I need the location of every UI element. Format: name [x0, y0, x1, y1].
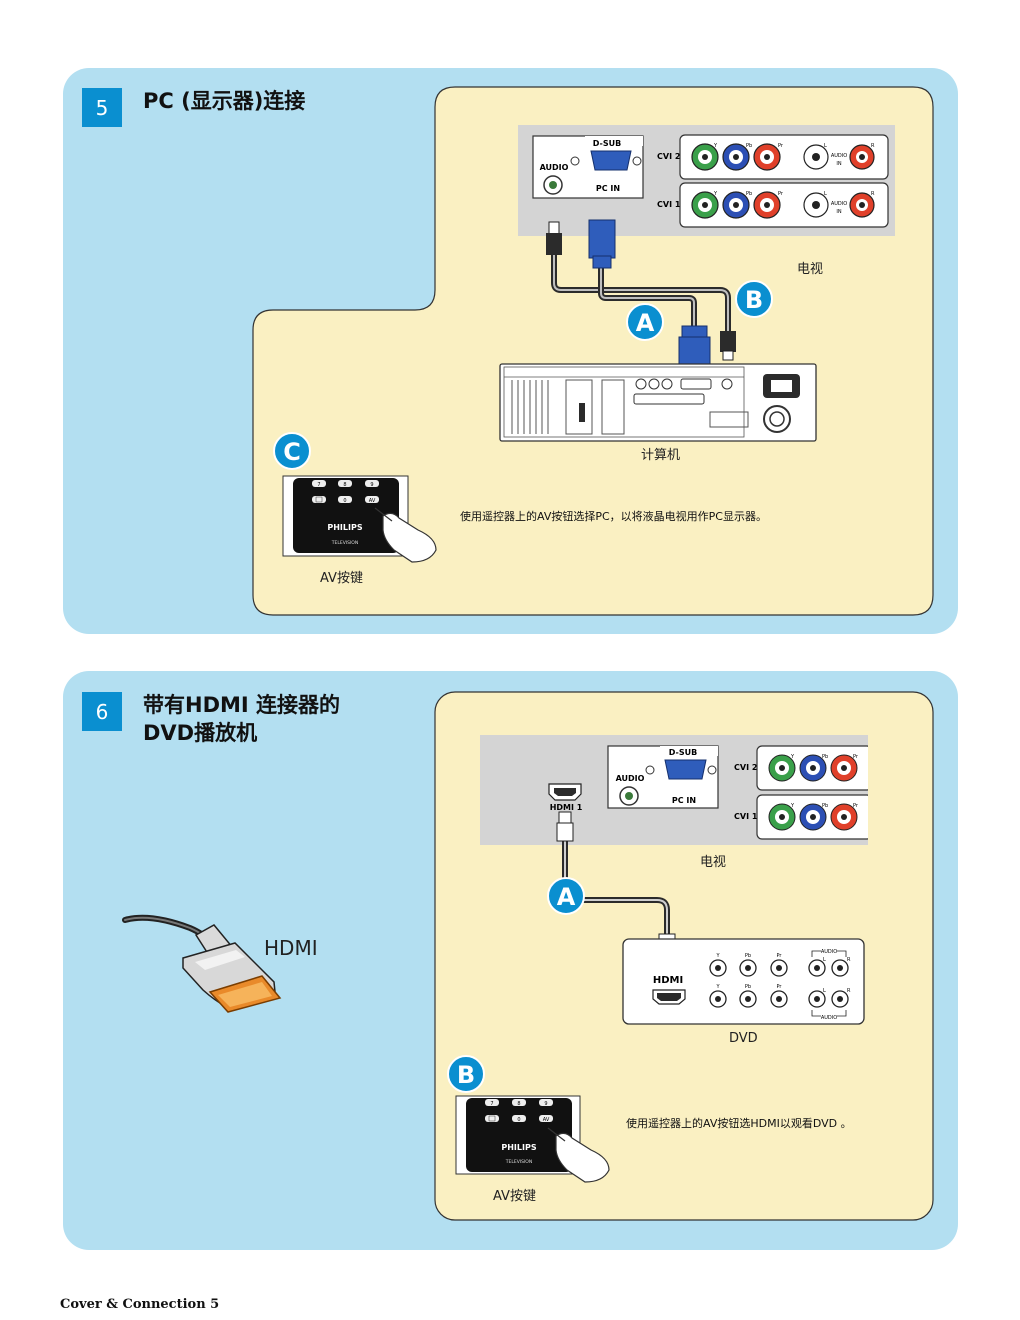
- svg-text:8: 8: [517, 1101, 520, 1107]
- av-key-caption-5: AV按键: [320, 571, 363, 586]
- svg-text:Y: Y: [790, 803, 795, 809]
- section-5-title: PC (显示器)连接: [143, 89, 306, 113]
- section-5-number: 5: [82, 88, 122, 127]
- svg-text:B: B: [745, 286, 763, 314]
- svg-text:0: 0: [517, 1117, 520, 1123]
- svg-text:Pr: Pr: [777, 953, 783, 959]
- hdmi-connector-illustration: [122, 914, 282, 1013]
- svg-text:AUDIO: AUDIO: [616, 774, 645, 783]
- svg-text:L: L: [823, 957, 826, 963]
- svg-text:Y: Y: [715, 953, 720, 959]
- svg-text:A: A: [636, 309, 655, 337]
- svg-text:9: 9: [544, 1101, 547, 1107]
- svg-text:L: L: [824, 191, 827, 197]
- tv-caption-5: 电视: [797, 262, 824, 277]
- svg-text:B: B: [457, 1061, 475, 1089]
- computer-caption: 计算机: [641, 448, 681, 463]
- svg-text:TELEVISION: TELEVISION: [505, 1159, 532, 1165]
- svg-text:7: 7: [317, 482, 320, 488]
- svg-text:C: C: [283, 438, 301, 466]
- svg-text:Pr: Pr: [777, 984, 783, 990]
- svg-text:Pb: Pb: [822, 803, 828, 809]
- dsub-label: D-SUB: [593, 139, 621, 148]
- svg-text:IN: IN: [836, 161, 841, 167]
- remote-control-6: 7 8 9 0 AV PHILIPS TELEVISION: [455, 1095, 610, 1183]
- svg-text:PC IN: PC IN: [672, 796, 696, 805]
- section-6-title-line2: DVD播放机: [143, 721, 258, 745]
- svg-text:9: 9: [370, 482, 373, 488]
- svg-text:R: R: [871, 191, 875, 197]
- section-5-diagram: D-SUB AUDIO PC IN CVI 2 Y Pb Pr L R AUDI…: [252, 86, 934, 616]
- instruction-6: 使用遥控器上的AV按钮选HDMI以观看DVD 。: [626, 1117, 852, 1130]
- svg-text:Pb: Pb: [745, 953, 751, 959]
- svg-text:AV: AV: [543, 1117, 550, 1123]
- svg-text:AUDIO: AUDIO: [821, 949, 837, 955]
- svg-text:L: L: [823, 988, 826, 994]
- svg-text:0: 0: [343, 498, 346, 504]
- svg-text:D-SUB: D-SUB: [669, 748, 697, 757]
- dvd-hdmi-label: HDMI: [653, 975, 683, 986]
- cvi1-label: CVI 1: [657, 200, 681, 209]
- svg-text:AV: AV: [369, 498, 376, 504]
- svg-text:7: 7: [490, 1101, 493, 1107]
- svg-text:Pb: Pb: [746, 143, 752, 149]
- pc-in-label: PC IN: [596, 184, 620, 193]
- page-footer: Cover & Connection 5: [60, 1297, 220, 1312]
- svg-text:Pr: Pr: [853, 803, 859, 809]
- svg-text:PHILIPS: PHILIPS: [501, 1143, 536, 1152]
- tv-side-plugs: [546, 219, 616, 269]
- cvi2-label: CVI 2: [657, 152, 680, 161]
- svg-text:Pr: Pr: [778, 143, 784, 149]
- svg-text:Y: Y: [713, 191, 718, 197]
- svg-text:R: R: [847, 957, 851, 963]
- badge-a-6: A: [547, 877, 585, 915]
- svg-text:Pb: Pb: [746, 191, 752, 197]
- svg-text:Pr: Pr: [778, 191, 784, 197]
- svg-text:R: R: [871, 143, 875, 149]
- section-6-diagram: HDMI 1 D-SUB AUDIO PC IN CVI 2 Y Pb Pr C…: [122, 691, 934, 1221]
- cables: [551, 250, 731, 332]
- section-6-title-line1: 带有HDMI 连接器的: [143, 693, 341, 717]
- svg-text:8: 8: [343, 482, 346, 488]
- badge-b-6: B: [447, 1055, 485, 1093]
- svg-text:IN: IN: [836, 209, 841, 215]
- remote-control: 7 8 9 0 AV PHILIPS TELEVISION: [282, 475, 437, 563]
- svg-text:AUDIO: AUDIO: [821, 1015, 837, 1021]
- hdmi-label: HDMI: [264, 936, 318, 960]
- badge-c: C: [273, 432, 311, 470]
- svg-text:TELEVISION: TELEVISION: [331, 540, 358, 546]
- svg-text:Y: Y: [715, 984, 720, 990]
- computer-rear: [499, 363, 817, 442]
- tv-rear-panel-6: HDMI 1 D-SUB AUDIO PC IN CVI 2 Y Pb Pr C…: [480, 735, 873, 845]
- svg-text:Pb: Pb: [822, 754, 828, 760]
- tv-rear-panel: D-SUB AUDIO PC IN CVI 2 Y Pb Pr L R AUDI…: [518, 125, 895, 236]
- svg-text:A: A: [557, 883, 576, 911]
- svg-text:AUDIO: AUDIO: [831, 201, 847, 207]
- svg-text:AUDIO: AUDIO: [831, 153, 847, 159]
- svg-text:Pr: Pr: [853, 754, 859, 760]
- av-key-caption-6: AV按键: [493, 1189, 536, 1204]
- svg-text:CVI 2: CVI 2: [734, 763, 757, 772]
- svg-text:CVI 1: CVI 1: [734, 812, 758, 821]
- hdmi1-label: HDMI 1: [550, 803, 583, 812]
- dvd-rear-panel: HDMI Y Pb Pr Y Pb Pr AUDIO L R AUDIO L R: [622, 938, 865, 1025]
- svg-text:Pb: Pb: [745, 984, 751, 990]
- svg-text:L: L: [824, 143, 827, 149]
- instruction-5: 使用遥控器上的AV按钮选择PC，以将液晶电视用作PC显示器。: [460, 510, 767, 523]
- dvd-caption: DVD: [729, 1031, 758, 1046]
- svg-text:Y: Y: [713, 143, 718, 149]
- section-6-number: 6: [82, 692, 122, 731]
- badge-b: B: [735, 280, 773, 318]
- svg-text:PHILIPS: PHILIPS: [327, 523, 362, 532]
- tv-caption-6: 电视: [700, 855, 727, 870]
- svg-text:R: R: [847, 988, 851, 994]
- badge-a: A: [626, 303, 664, 341]
- audio-label: AUDIO: [540, 163, 569, 172]
- svg-text:Y: Y: [790, 754, 795, 760]
